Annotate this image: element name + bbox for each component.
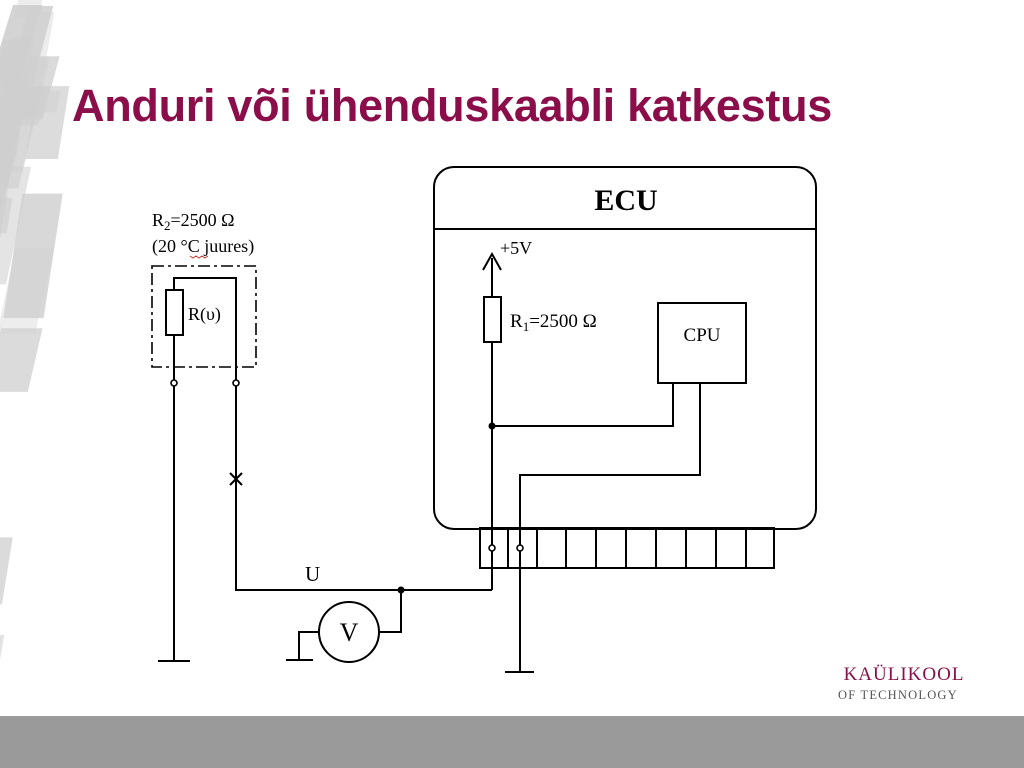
r2-value: =2500 Ω — [171, 210, 235, 230]
circuit-diagram: ECU CPU +5V R1=2500 Ω R2=2500 Ω (20 °C j… — [151, 166, 817, 673]
r1-subscript: 1 — [523, 319, 530, 334]
sensor-wire-top — [173, 277, 237, 381]
cpu-input-wire-1 — [492, 383, 674, 427]
supply-arrow — [482, 251, 502, 271]
resistor-r1 — [483, 296, 502, 343]
r1-value: =2500 Ω — [529, 311, 597, 332]
ecu-label: ECU — [594, 184, 657, 217]
connector-pin-1 — [488, 544, 496, 552]
r1-letter: R — [510, 311, 523, 332]
r1-label: R1=2500 Ω — [510, 311, 597, 334]
ecu-connector — [479, 527, 775, 569]
sensor-signal-lead — [235, 385, 492, 591]
sensor-terminal-2 — [232, 379, 240, 387]
logo-wordmark: KAÜLIKOOL — [843, 664, 965, 685]
connector-pin-2 — [516, 544, 524, 552]
voltmeter-lead-plus — [379, 590, 402, 633]
resistor-r2 — [165, 289, 184, 336]
voltmeter-label: V — [340, 618, 359, 647]
r2-letter: R — [152, 210, 164, 230]
sensor-terminal-1 — [170, 379, 178, 387]
voltage-label: U — [305, 562, 320, 586]
r2-condition: (20 °C juures) — [152, 236, 254, 257]
spellcheck-underline — [189, 255, 209, 259]
supply-label: +5V — [500, 238, 532, 258]
logo-subtitle: OF TECHNOLOGY — [838, 688, 958, 702]
cpu-box — [657, 302, 747, 384]
r2-subscript: 2 — [164, 218, 171, 233]
texture-strokes — [0, 0, 70, 716]
wire-break-mark — [229, 472, 243, 486]
junction-dot-2 — [397, 586, 405, 594]
slide-title: Anduri või ühenduskaabli katkestus — [72, 80, 832, 131]
r2-label: R2=2500 Ω — [152, 210, 235, 233]
background-texture — [0, 0, 70, 716]
cpu-label: CPU — [684, 325, 721, 346]
sensor-housing — [151, 265, 257, 368]
footer-bar — [0, 716, 1024, 768]
voltmeter-lead-minus — [298, 631, 319, 660]
sensor-label: R(υ) — [188, 304, 221, 325]
cpu-input-wire-2 — [519, 383, 701, 672]
junction-dot-1 — [488, 422, 496, 430]
